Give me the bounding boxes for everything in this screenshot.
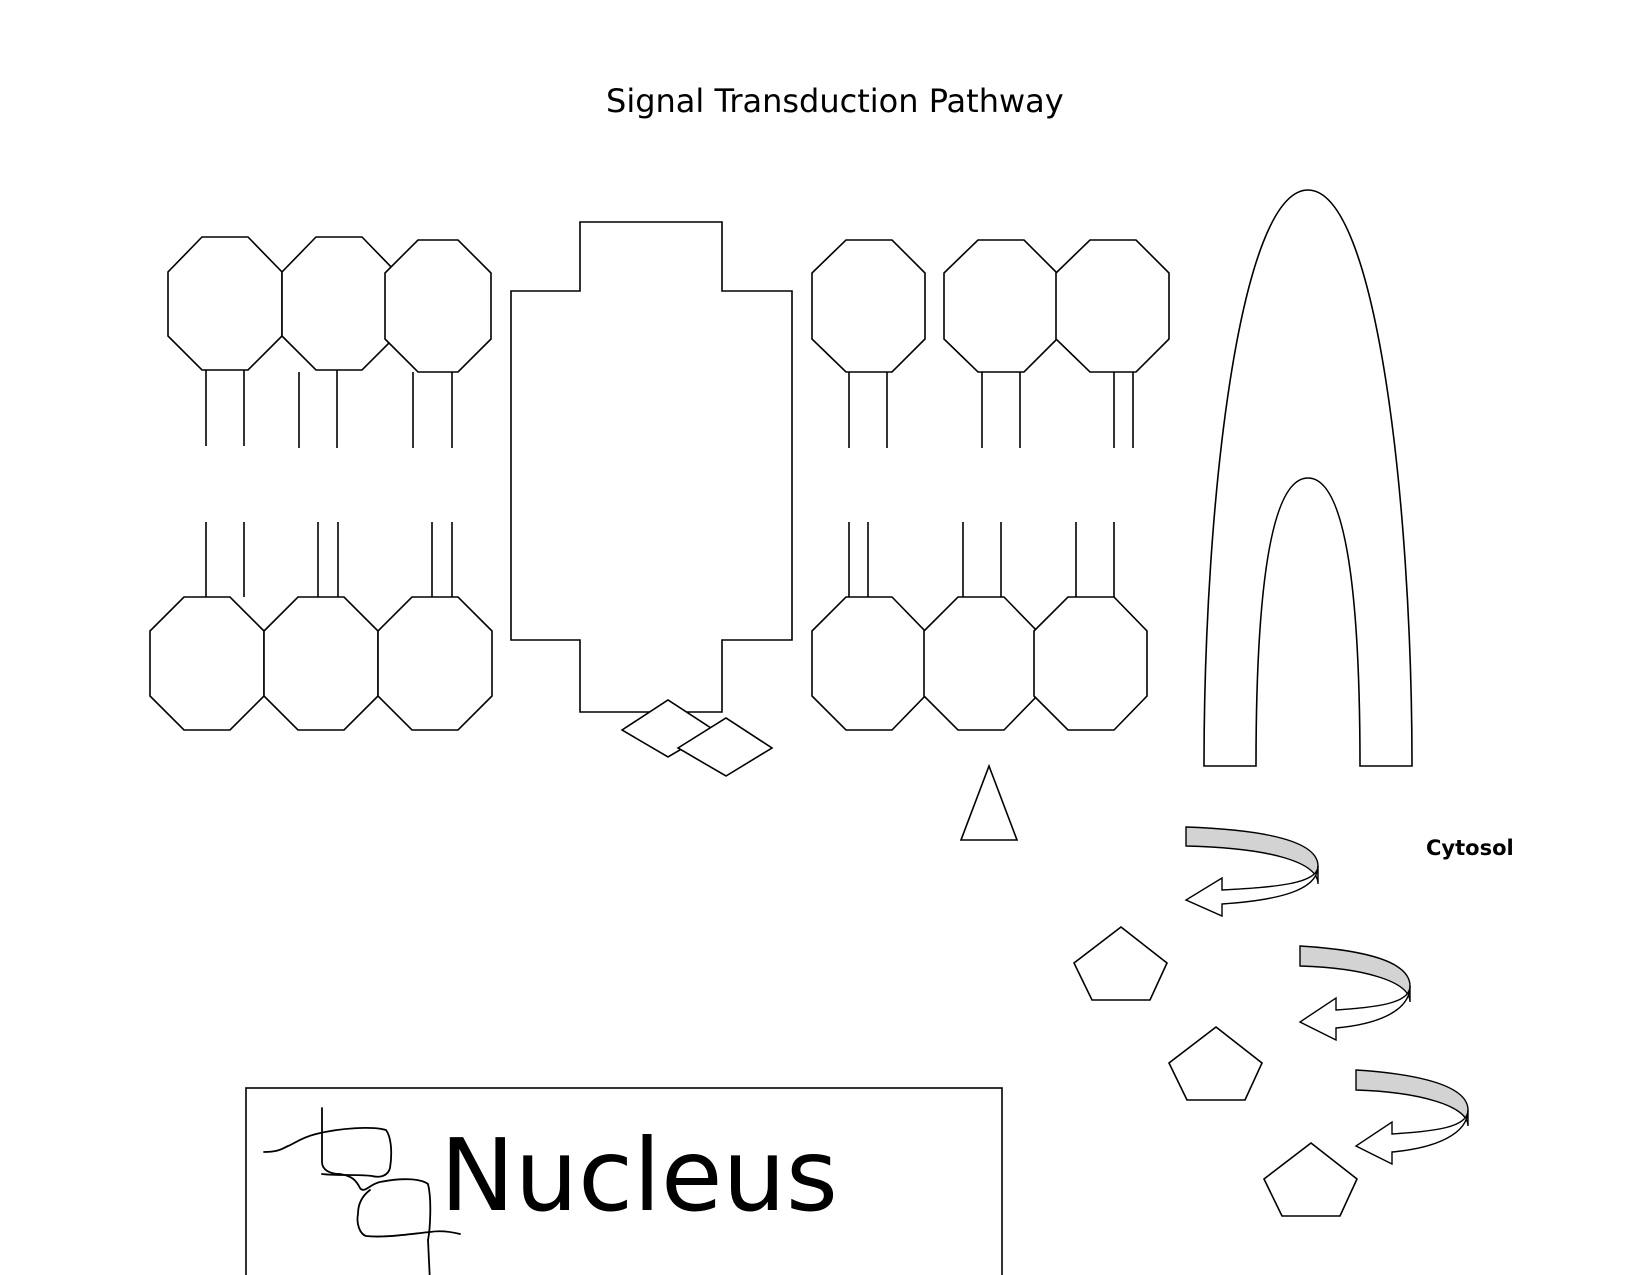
scribble-stroke [321, 1107, 432, 1241]
scribble-stroke [356, 1189, 461, 1238]
phospholipid-head [281, 236, 397, 371]
pentagon-molecule [1262, 1141, 1358, 1217]
arch-structure [1203, 189, 1413, 767]
arrow-band [1185, 826, 1319, 885]
phospholipid-head [923, 596, 1038, 731]
phospholipid-head [1055, 239, 1170, 373]
nucleus-box [245, 1087, 1003, 1275]
pentagon-molecules [1072, 925, 1358, 1217]
curved-arrow-icon [1184, 865, 1319, 918]
curved-arrow-2 [1298, 945, 1411, 1042]
left-upper-phospholipids [167, 236, 492, 373]
left-lower-tails [205, 522, 453, 597]
phospholipid-head [263, 596, 379, 731]
diamond-molecules [620, 699, 774, 777]
curved-arrow-3 [1354, 1069, 1469, 1166]
pentagon-molecule [1167, 1025, 1263, 1101]
right-upper-tails [848, 372, 1134, 448]
curved-arrow-icon [1298, 985, 1411, 1042]
triangle-molecule [959, 763, 1019, 841]
phospholipid-head [384, 239, 492, 373]
left-lower-phospholipids [149, 596, 493, 731]
nucleus-label: Nucleus [440, 1117, 838, 1234]
cytosol-label: Cytosol [1426, 836, 1514, 860]
right-lower-phospholipids [811, 596, 1148, 731]
phospholipid-head [943, 239, 1058, 373]
left-upper-tails [205, 370, 453, 448]
diamond-molecule [676, 717, 774, 777]
phospholipid-head [811, 239, 926, 373]
curved-arrow-icon [1354, 1109, 1469, 1166]
phospholipid-head [377, 596, 493, 731]
scribble-stroke [427, 1239, 431, 1275]
diagram-title: Signal Transduction Pathway [606, 82, 1064, 120]
hand-drawn-scribble [263, 1107, 461, 1275]
phospholipid-head [149, 596, 265, 731]
right-lower-tails [848, 522, 1115, 597]
arrow-band [1299, 945, 1411, 1003]
phospholipid-head [811, 596, 926, 731]
phospholipid-head [1033, 596, 1148, 731]
arrow-band [1355, 1069, 1469, 1127]
right-upper-phospholipids [811, 239, 1170, 373]
curved-arrow-1 [1184, 826, 1319, 918]
scribble-stroke [263, 1127, 393, 1178]
receptor-protein [510, 221, 793, 713]
phospholipid-head [167, 236, 283, 371]
pentagon-molecule [1072, 925, 1168, 1001]
